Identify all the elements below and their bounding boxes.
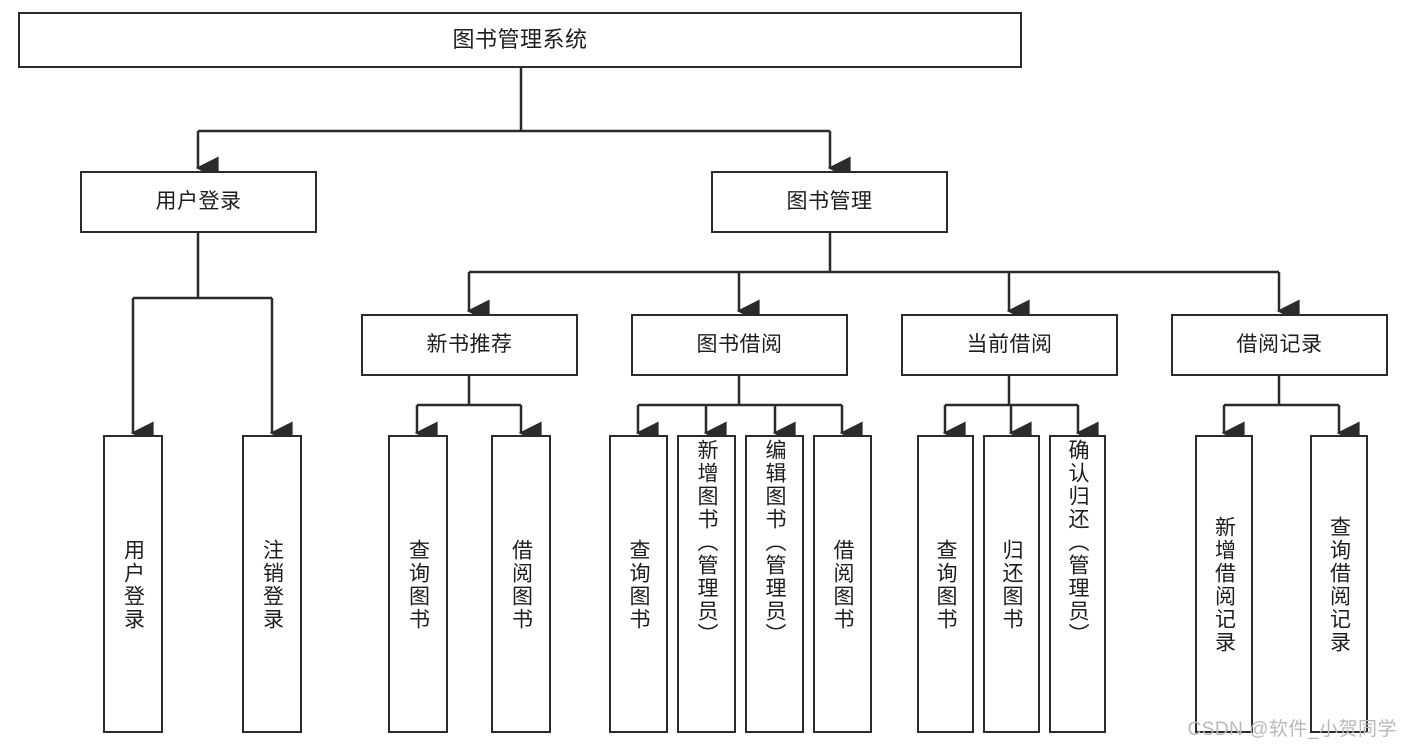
node-root-system-label: 图书管理系统 <box>452 27 588 53</box>
leaf-br-add-record[interactable]: 新增借阅记录 <box>1195 435 1253 733</box>
leaf-br-query-record-label: 查询借阅记录 <box>1327 516 1351 654</box>
leaf-cb-query-book-label: 查询图书 <box>934 539 957 631</box>
leaf-br-add-record-label: 新增借阅记录 <box>1212 516 1236 654</box>
leaf-logout[interactable]: 注销登录 <box>242 435 302 733</box>
leaf-user-login[interactable]: 用户登录 <box>103 435 163 733</box>
leaf-bb-edit-book[interactable]: 编辑图书（管理员） <box>745 435 804 733</box>
node-borrow-record[interactable]: 借阅记录 <box>1171 314 1388 376</box>
node-book-manage-label: 图书管理 <box>786 189 873 213</box>
leaf-nb-query-book[interactable]: 查询图书 <box>388 435 448 733</box>
leaf-bb-edit-book-label: 编辑图书（管理员） <box>763 439 786 646</box>
leaf-br-query-record[interactable]: 查询借阅记录 <box>1310 435 1368 733</box>
leaf-bb-query-book-label: 查询图书 <box>627 539 650 631</box>
leaf-cb-confirm-return[interactable]: 确认归还（管理员） <box>1049 435 1106 733</box>
node-user-login[interactable]: 用户登录 <box>80 171 317 233</box>
node-root-system[interactable]: 图书管理系统 <box>18 12 1022 68</box>
leaf-nb-query-book-label: 查询图书 <box>406 539 430 631</box>
csdn-watermark: CSDN @软件_小贺同学 <box>1187 719 1397 740</box>
node-borrow-record-label: 借阅记录 <box>1236 332 1323 356</box>
leaf-bb-borrow-book[interactable]: 借阅图书 <box>813 435 872 733</box>
leaf-bb-add-book[interactable]: 新增图书（管理员） <box>677 435 736 733</box>
leaf-nb-borrow-book[interactable]: 借阅图书 <box>491 435 551 733</box>
node-book-borrow-label: 图书借阅 <box>696 332 783 356</box>
node-current-borrow-label: 当前借阅 <box>966 332 1053 356</box>
leaf-bb-add-book-label: 新增图书（管理员） <box>695 439 718 646</box>
leaf-cb-confirm-return-label: 确认归还（管理员） <box>1066 439 1089 646</box>
leaf-bb-query-book[interactable]: 查询图书 <box>609 435 668 733</box>
leaf-logout-label: 注销登录 <box>260 539 284 631</box>
leaf-cb-return-book[interactable]: 归还图书 <box>983 435 1040 733</box>
leaf-cb-query-book[interactable]: 查询图书 <box>917 435 974 733</box>
leaf-nb-borrow-book-label: 借阅图书 <box>509 539 533 631</box>
leaf-cb-return-book-label: 归还图书 <box>1000 539 1023 631</box>
node-new-book-recommend[interactable]: 新书推荐 <box>361 314 578 376</box>
node-book-borrow[interactable]: 图书借阅 <box>631 314 848 376</box>
node-user-login-label: 用户登录 <box>155 189 242 213</box>
leaf-user-login-label: 用户登录 <box>121 539 145 631</box>
node-new-book-recommend-label: 新书推荐 <box>426 332 513 356</box>
leaf-bb-borrow-book-label: 借阅图书 <box>831 539 854 631</box>
node-book-manage[interactable]: 图书管理 <box>711 171 948 233</box>
node-current-borrow[interactable]: 当前借阅 <box>901 314 1118 376</box>
